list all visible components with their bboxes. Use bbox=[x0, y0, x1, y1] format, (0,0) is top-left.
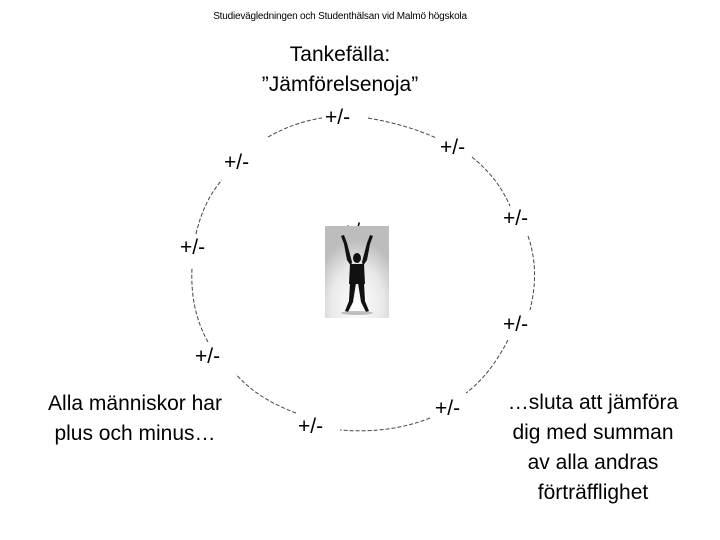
cycle-arc-top bbox=[267, 117, 323, 138]
cycle-label-left-lower: +/- bbox=[195, 345, 221, 368]
title-line-1: Tankefälla: bbox=[289, 43, 391, 66]
cycle-arc-left-upper bbox=[195, 179, 223, 235]
left-note-line-2: plus och minus… bbox=[54, 422, 216, 445]
header-credit: Studievägledningen och Studenthälsan vid… bbox=[213, 11, 467, 22]
cycle-arc-right-upper bbox=[471, 156, 511, 207]
cycle-label-top-right: +/- bbox=[440, 136, 466, 159]
right-note-line-1: …sluta att jämföra bbox=[507, 391, 679, 414]
cycle-label-right-lower: +/- bbox=[503, 313, 529, 336]
cycle-arc-left-lower bbox=[191, 267, 209, 343]
cycle-label-bottom: +/- bbox=[298, 415, 324, 438]
left-note: Alla människor har plus och minus… bbox=[20, 389, 250, 449]
cycle-arc-bottom-left bbox=[235, 373, 297, 414]
right-note-line-2: dig med summan bbox=[512, 421, 674, 444]
cycle-label-top: +/- bbox=[325, 106, 351, 129]
cycle-label-top-left: +/- bbox=[224, 151, 250, 174]
diagram-title: Tankefälla: ”Jämförelsenoja” bbox=[190, 40, 490, 100]
person-arms-raised-icon bbox=[325, 226, 389, 318]
right-note: …sluta att jämföra dig med summan av all… bbox=[478, 388, 708, 508]
left-note-line-1: Alla människor har bbox=[48, 392, 222, 415]
title-line-2: ”Jämförelsenoja” bbox=[261, 73, 419, 96]
cycle-arc-top-right bbox=[367, 117, 437, 139]
cycle-arc-right bbox=[527, 235, 536, 311]
right-note-line-3: av alla andras bbox=[527, 451, 659, 474]
cycle-label-left: +/- bbox=[180, 236, 206, 259]
cycle-label-right: +/- bbox=[503, 207, 529, 230]
cycle-arc-right-lower bbox=[465, 339, 509, 394]
right-note-line-4: förträfflighet bbox=[537, 481, 649, 504]
cycle-arc-bottom bbox=[339, 417, 431, 432]
cycle-label-bottom-right: +/- bbox=[435, 397, 461, 420]
